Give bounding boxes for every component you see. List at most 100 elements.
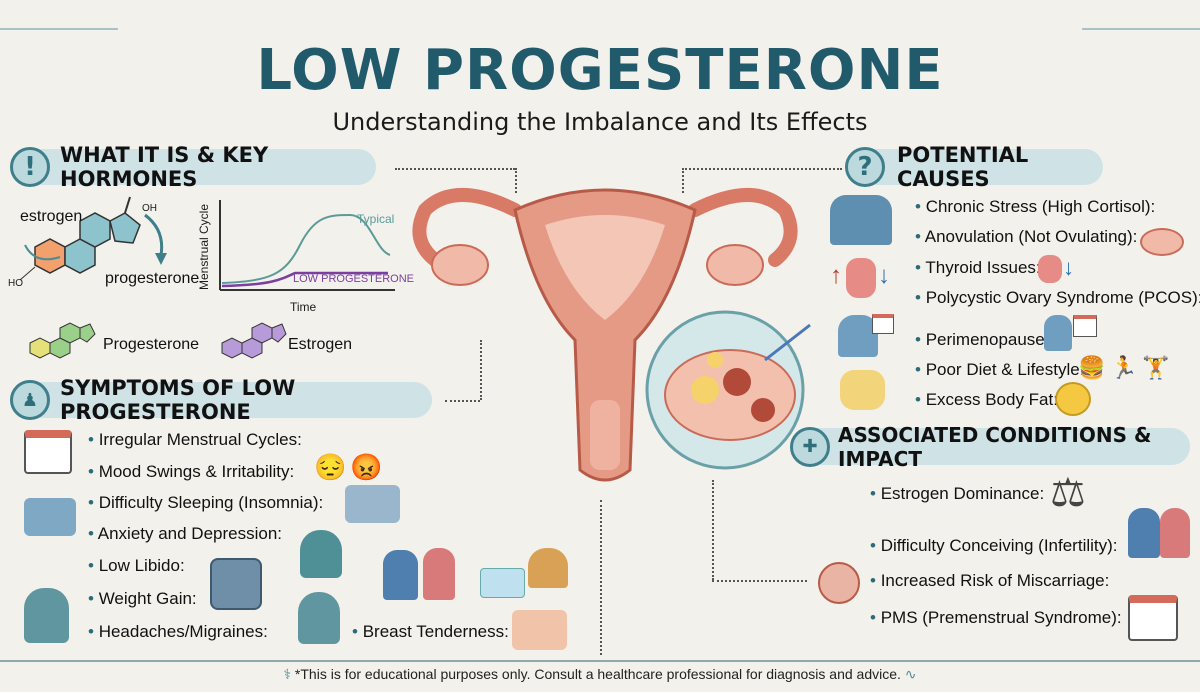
typical-label: Typical [357, 212, 395, 226]
cause-item: Polycystic Ovary Syndrome (PCOS): [915, 288, 1200, 308]
low-progesterone-label: LOW PROGESTERONE [293, 273, 415, 285]
couple-man-icon [383, 550, 418, 600]
migraine-person-icon [298, 592, 340, 644]
estrogen-label: estrogen [20, 208, 83, 225]
calendar-icon [1073, 315, 1097, 337]
graph-y-label: Menstrual Cycle [197, 203, 211, 290]
graph-x-label: Time [290, 300, 317, 314]
arrow-down-icon: ↓ [878, 262, 890, 289]
thyroid-icon [1038, 255, 1062, 283]
cause-item: Excess Body Fat: [915, 390, 1058, 410]
connector-line [395, 168, 515, 170]
dumbbell-icon: 🏋 [1142, 355, 1170, 380]
uterus-illustration [412, 188, 798, 482]
ho-label: HO [8, 278, 23, 289]
page-title: LOW PROGESTERONE [256, 38, 944, 103]
connector-line [515, 168, 517, 193]
ovary-icon [1140, 228, 1184, 256]
balance-scale-icon: ⚖ [1050, 471, 1086, 515]
section-title: POTENTIAL CAUSES [897, 143, 1029, 191]
thyroid-icon [846, 258, 876, 298]
symptom-item: Irregular Menstrual Cycles: [88, 430, 302, 450]
cause-item: Chronic Stress (High Cortisol): [915, 197, 1156, 217]
older-woman-icon [838, 315, 878, 357]
scale-icon [210, 558, 262, 610]
fat-cells-icon [1055, 382, 1091, 416]
divider [0, 28, 118, 30]
low-progesterone-curve [221, 271, 388, 288]
sleeping-person-icon [24, 498, 76, 536]
symptom-item: Anxiety and Depression: [88, 524, 282, 544]
connector-line [600, 500, 602, 655]
page-subtitle: Understanding the Imbalance and Its Effe… [332, 108, 868, 136]
section-header-symptoms: ♟ SYMPTOMS OF LOW PROGESTERONE [10, 376, 432, 424]
condition-item: PMS (Premenstrual Syndrome): [870, 608, 1122, 628]
section-title: SYMPTOMS OF LOW PROGESTERONE [60, 376, 296, 424]
connector-line [712, 480, 714, 580]
progesterone-molecule-icon [29, 322, 96, 359]
section-header-what-it-is: ! WHAT IT IS & KEY HORMONES [10, 143, 376, 191]
condition-item: Difficulty Conceiving (Infertility): [870, 536, 1118, 556]
condition-item: Increased Risk of Miscarriage: [870, 571, 1110, 591]
medical-kit-icon: ✚ [790, 426, 830, 467]
person-icon: ♟ [10, 380, 50, 420]
angry-face-icon: 😡 [350, 452, 383, 482]
steroid-molecule-diagram [19, 196, 167, 281]
doctor-icon: ⚕ [283, 666, 292, 682]
calendar-icon [24, 430, 72, 474]
insomnia-bed-icon [345, 485, 400, 523]
belly-fat-icon [840, 370, 885, 410]
embryo-icon [818, 562, 860, 604]
cause-item: Perimenopause: [915, 330, 1050, 350]
anxious-person-icon [300, 530, 342, 578]
symptom-item: Breast Tenderness: [352, 622, 509, 642]
condition-item: Estrogen Dominance: [870, 484, 1044, 504]
connector-line [682, 168, 842, 170]
estrogen-hormone-label: Estrogen [288, 336, 353, 353]
section-header-conditions: ✚ ASSOCIATED CONDITIONS & IMPACT [790, 423, 1190, 471]
progesterone-hormone-label: Progesterone [103, 336, 200, 353]
connector-line [682, 168, 684, 193]
fast-food-icon: 🍔 [1078, 355, 1106, 380]
oh-label: OH [142, 203, 157, 214]
footer-divider [0, 660, 1200, 662]
connector-line [445, 400, 480, 402]
cause-item: Poor Diet & Lifestyle: [915, 360, 1085, 380]
exclamation-icon: ! [10, 147, 50, 187]
hormone-level-graph [219, 200, 395, 291]
progesterone-label: progesterone [105, 270, 200, 287]
symptom-item: Headaches/Migraines: [88, 622, 268, 642]
question-icon: ? [845, 147, 885, 187]
couple-woman-icon [1160, 508, 1190, 558]
section-header-causes: ? POTENTIAL CAUSES [845, 143, 1103, 191]
cause-item: Anovulation (Not Ovulating): [915, 227, 1138, 247]
symptom-item: Difficulty Sleeping (Insomnia): [88, 493, 324, 513]
estrogen-molecule-icon [221, 322, 287, 359]
arrow-down-icon: ↓ [1063, 255, 1074, 280]
footer: ⚕ *This is for educational purposes only… [0, 666, 1200, 683]
section-title: ASSOCIATED CONDITIONS & IMPACT [838, 422, 1152, 471]
couple-woman-icon [423, 548, 455, 600]
sad-face-icon: 😔 [314, 452, 347, 482]
connector-line [712, 580, 807, 582]
arrow-up-icon: ↑ [830, 262, 842, 289]
connector-line [480, 340, 482, 400]
stethoscope-icon: ∿ [904, 666, 917, 682]
ovary-closeup-illustration [645, 310, 811, 470]
symptom-item: Weight Gain: [88, 589, 197, 609]
cause-item: Thyroid Issues: [915, 258, 1040, 278]
divider [1082, 28, 1200, 30]
calendar-icon [872, 314, 894, 334]
calendar-icon [1128, 595, 1178, 641]
older-woman-icon [1044, 315, 1072, 351]
section-title: WHAT IT IS & KEY HORMONES [60, 143, 269, 191]
couple-man-icon [1128, 508, 1160, 558]
symptom-item: Mood Swings & Irritability: [88, 462, 295, 482]
symptom-item: Low Libido: [88, 556, 185, 576]
pad-icon [480, 568, 525, 598]
typical-curve [221, 213, 391, 284]
breast-icon [512, 610, 567, 650]
headache-person-icon [24, 588, 69, 643]
muffin-icon [528, 548, 568, 588]
exercise-icon: 🏃 [1110, 355, 1138, 380]
